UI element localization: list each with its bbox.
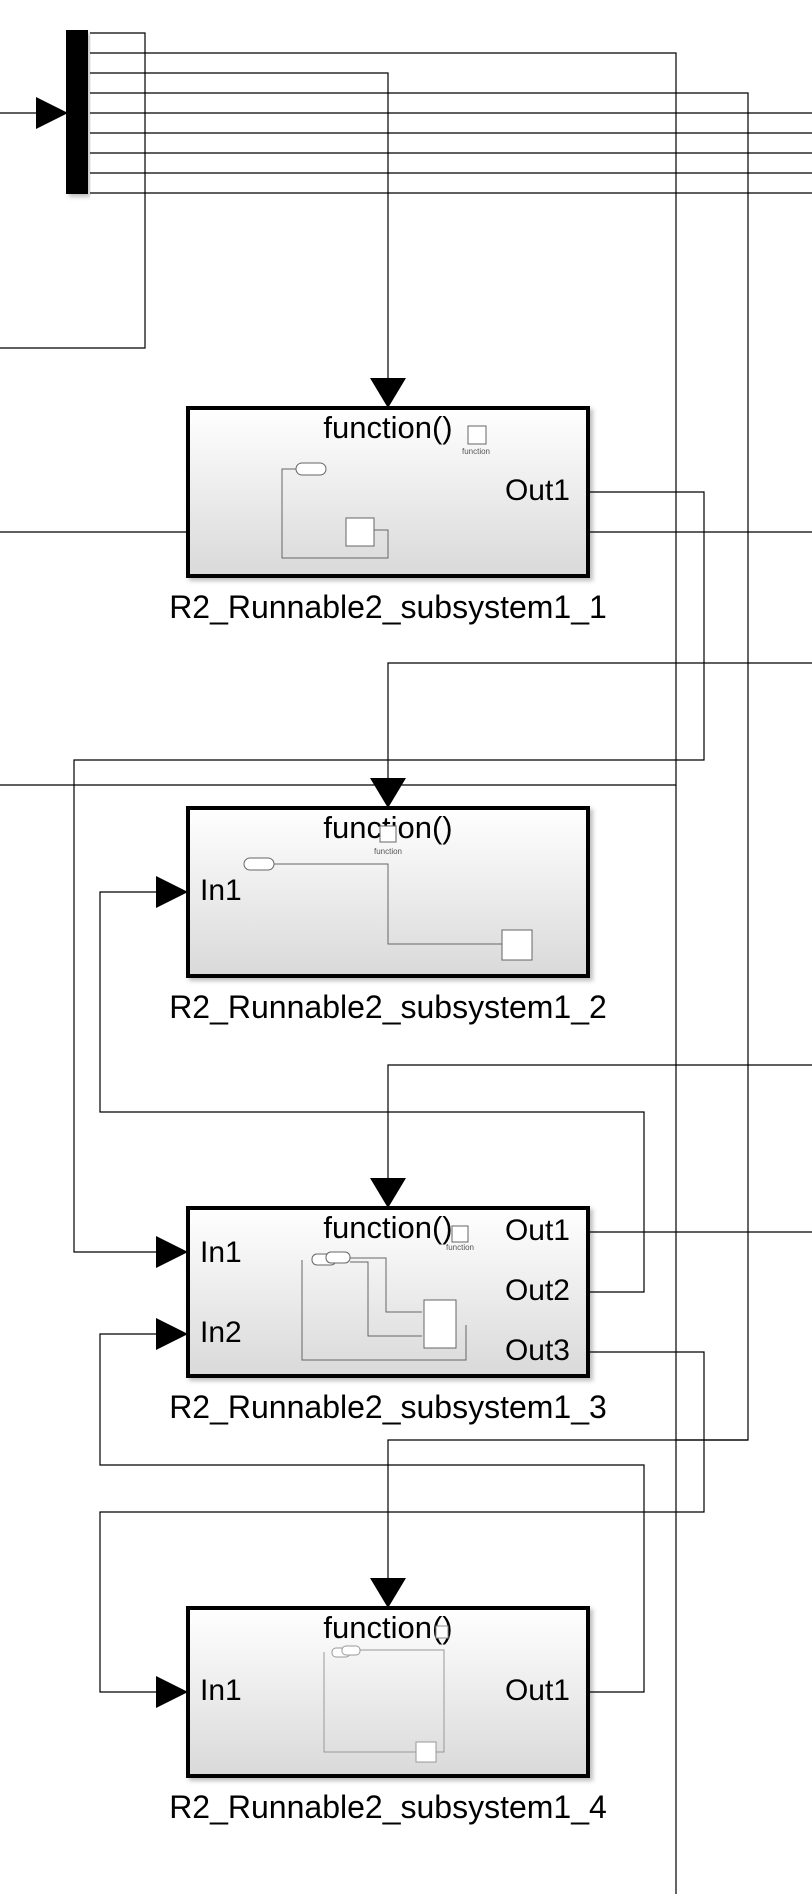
sub1-out1-to-sub3-in1-line[interactable]: [73, 491, 705, 1253]
in1-port-label: In1: [200, 1236, 242, 1269]
demux-out3-trigger1-line[interactable]: [90, 72, 389, 380]
demux-input-arrowhead: [36, 97, 68, 129]
trigger2-arrowhead: [370, 778, 406, 808]
function-call-mini-label: function: [462, 447, 490, 456]
trigger-port-label: function(): [323, 1610, 452, 1645]
demux-out2-line[interactable]: [90, 52, 677, 1894]
block-internal-preview: [281, 462, 389, 559]
trigger-port-label: function(): [323, 1210, 452, 1245]
sub3-out2-to-sub2-in1-line[interactable]: [99, 891, 645, 1293]
sub4-in1-arrowhead: [156, 1676, 188, 1708]
subsystem-block-3[interactable]: function() function In1 In2 Out1 Out2 Ou…: [169, 1206, 607, 1425]
function-call-icon: [379, 825, 397, 843]
function-call-icon: [451, 1225, 469, 1243]
trigger3-line[interactable]: [387, 1064, 812, 1190]
demux-out1-line[interactable]: [0, 32, 146, 349]
function-call-mini-label: function: [446, 1243, 474, 1252]
function-call-mini-label: function: [374, 847, 402, 856]
subsystem-block-2[interactable]: function() function In1 R2_Runnable2_sub…: [169, 806, 607, 1025]
trigger4-line[interactable]: [387, 1439, 748, 1590]
out1-port-label: Out1: [505, 474, 570, 507]
block-internal-preview: [301, 1251, 467, 1361]
trigger1-arrowhead: [370, 378, 406, 408]
trigger3-arrowhead: [370, 1178, 406, 1208]
function-call-icon: [435, 1625, 449, 1639]
subsystem-block-1[interactable]: function() function Out1 R2_Runnable2_su…: [169, 406, 607, 625]
sub2-in1-arrowhead: [156, 876, 188, 908]
out2-port-label: Out2: [505, 1274, 570, 1307]
block-internal-preview: [323, 1645, 445, 1763]
out1-port-label: Out1: [505, 1674, 570, 1707]
demux-block[interactable]: [66, 30, 88, 194]
in2-port-label: In2: [200, 1316, 242, 1349]
out3-port-label: Out3: [505, 1334, 570, 1367]
trigger-port-label: function(): [323, 410, 452, 445]
trigger2-line[interactable]: [387, 662, 812, 790]
function-call-icon: [467, 425, 487, 445]
block-name-label: R2_Runnable2_subsystem1_1: [169, 589, 607, 625]
in1-port-label: In1: [200, 1674, 242, 1707]
sub3-out3-to-sub4-in1-line[interactable]: [99, 1351, 705, 1693]
subsystem-block-4[interactable]: function() In1 Out1 R2_Runnable2_subsyst…: [169, 1606, 607, 1825]
block-name-label: R2_Runnable2_subsystem1_4: [169, 1789, 607, 1825]
block-internal-preview: [243, 857, 533, 961]
in1-port-label: In1: [200, 874, 242, 907]
trigger4-arrowhead: [370, 1578, 406, 1608]
block-name-label: R2_Runnable2_subsystem1_3: [169, 1389, 607, 1425]
sub3-in2-arrowhead: [156, 1318, 188, 1350]
out1-port-label: Out1: [505, 1214, 570, 1247]
block-name-label: R2_Runnable2_subsystem1_2: [169, 989, 607, 1025]
sub4-out1-to-sub3-in2-line[interactable]: [99, 1333, 645, 1693]
signal-lines: [0, 32, 812, 1894]
sub3-in1-arrowhead: [156, 1236, 188, 1268]
